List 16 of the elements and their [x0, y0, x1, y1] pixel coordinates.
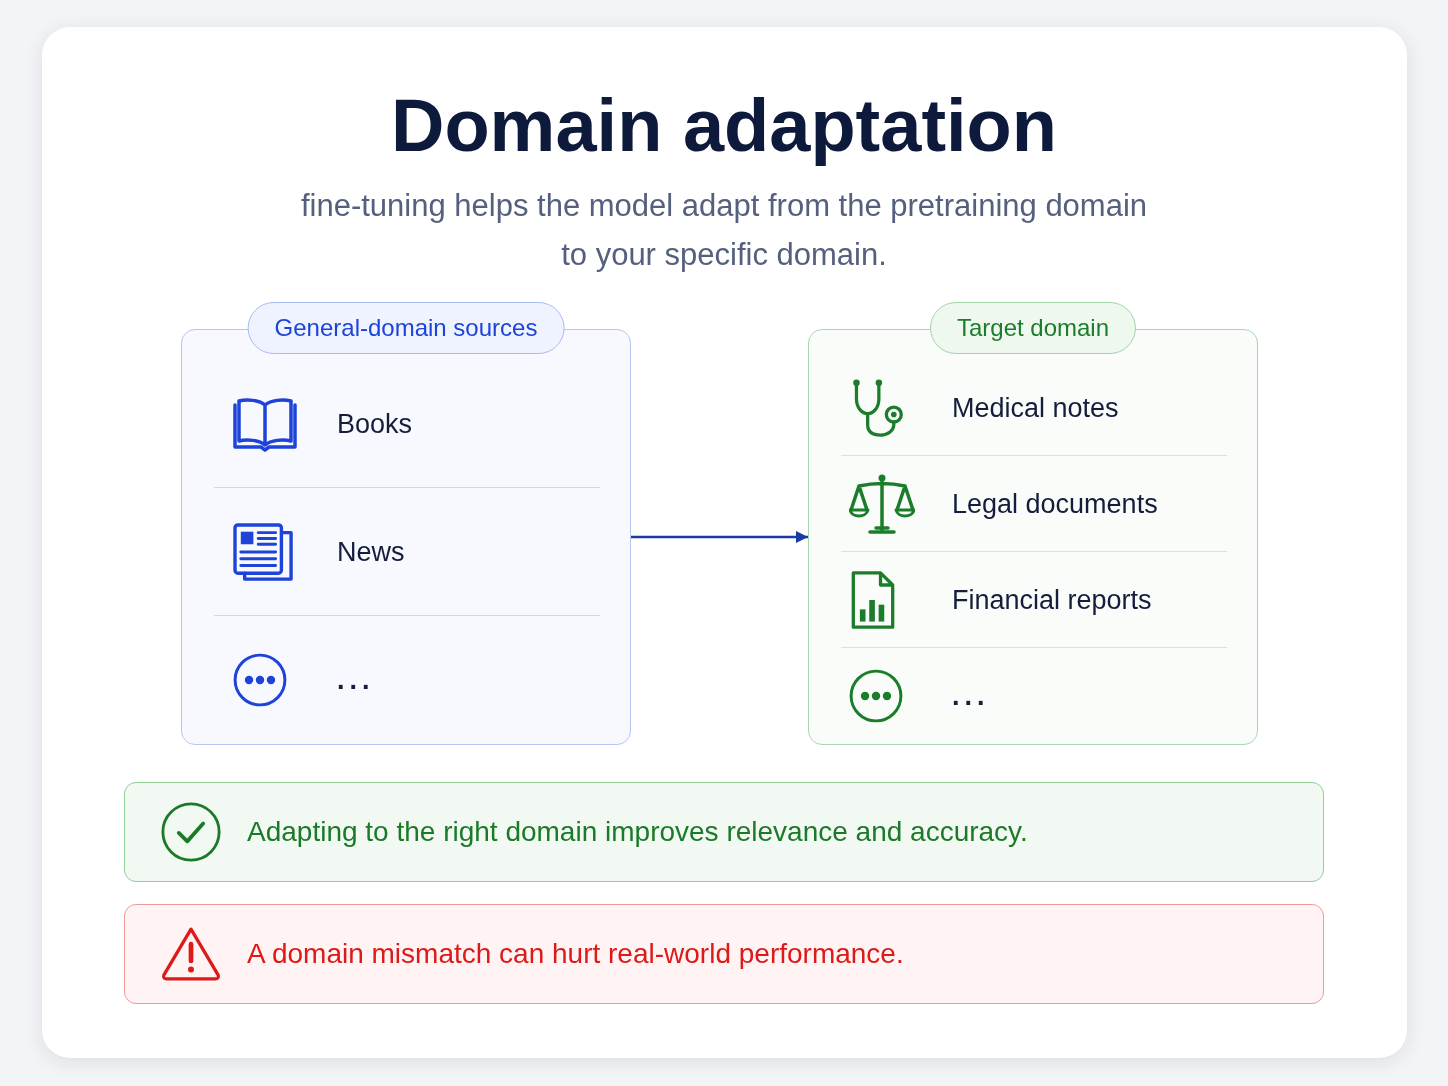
- item-label: Medical notes: [952, 392, 1119, 423]
- success-banner: [124, 782, 1324, 882]
- banner-text: A domain mismatch can hurt real-world performance.: [247, 938, 904, 970]
- item-label: ...: [337, 664, 375, 696]
- item-label: ...: [952, 680, 990, 712]
- item-label: Books: [337, 408, 413, 439]
- heading-pill: General-domain sources: [247, 302, 565, 354]
- item-label: Financial reports: [952, 584, 1152, 615]
- title: Domain adaptation: [391, 83, 1057, 169]
- subtitle: fine-tuning helps the model adapt from the pretraining domain to your specific domain.: [299, 187, 1149, 274]
- heading-pill: Target domain: [929, 302, 1137, 354]
- item-label: News: [337, 536, 405, 567]
- item-label: Legal documents: [952, 488, 1158, 519]
- warning-banner: [124, 904, 1324, 1004]
- arrow: [631, 531, 808, 543]
- banner-text: Adapting to the right domain improves relevance and accuracy.: [247, 816, 1028, 848]
